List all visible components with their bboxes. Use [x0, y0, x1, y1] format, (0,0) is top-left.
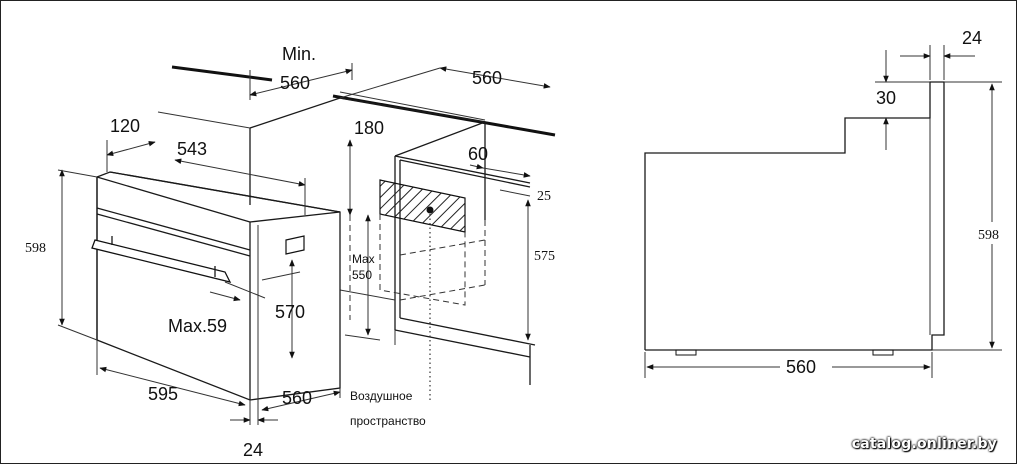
- oven-handle: [91, 239, 232, 283]
- label-handle-max59: Max.59: [168, 316, 227, 336]
- label-air-space-1: Воздушное: [350, 389, 413, 403]
- label-max-550: 550: [352, 268, 372, 282]
- foot-left: [675, 349, 697, 356]
- foot-right: [872, 349, 894, 356]
- ext-max59: [224, 281, 266, 299]
- label-bg-598: [975, 222, 1011, 244]
- dim-560-depth: [261, 390, 341, 412]
- ext-550: [344, 334, 381, 341]
- label-gap-180: 180: [354, 118, 384, 138]
- left-isometric-view: Min. 560 560 120 543 180 60 25 598 575 M…: [25, 44, 556, 460]
- right-side-view: 24 30 598 560: [644, 26, 1011, 378]
- hidden-line-c: [399, 284, 486, 301]
- ext-25: [499, 189, 531, 197]
- label-oven-height-598: 598: [25, 241, 46, 256]
- label-vent-60: 60: [468, 144, 488, 164]
- label-bg-560: [780, 356, 832, 378]
- dim-543: [174, 158, 306, 187]
- label-oven-depth-560: 560: [282, 388, 312, 408]
- oven-door-top-2: [96, 213, 251, 257]
- label-niche-height-575: 575: [534, 249, 555, 264]
- label-step-30: 30: [876, 88, 896, 108]
- label-panel-24: 24: [962, 28, 982, 48]
- label-bg-24: [956, 26, 994, 50]
- dim-niche-560: [439, 66, 551, 89]
- ext-niche-a: [339, 67, 441, 99]
- niche-shelf-top: [394, 155, 531, 184]
- hidden-line-b: [399, 239, 486, 256]
- watermark: catalog.onliner.by: [851, 436, 997, 452]
- label-min-width: 560: [280, 73, 310, 93]
- dim-120: [106, 140, 156, 157]
- dim-60: [482, 167, 531, 178]
- label-inner-570: 570: [275, 302, 305, 322]
- oven-front-top: [96, 176, 251, 223]
- oven-latch: [285, 235, 305, 255]
- dim-595: [99, 366, 246, 407]
- niche-shelf-top-inner: [399, 159, 531, 188]
- niche-bottom-inner: [399, 317, 536, 346]
- label-min: Min.: [282, 44, 316, 64]
- ext-120-top: [157, 111, 251, 129]
- label-air-space-2: пространство: [350, 414, 426, 428]
- label-depth-543: 543: [177, 139, 207, 159]
- label-depth-560: 560: [786, 357, 816, 377]
- dim-min-560: [249, 68, 353, 97]
- label-offset-120: 120: [110, 116, 140, 136]
- countertop-edge-left: [171, 65, 273, 82]
- ext-570: [261, 271, 301, 281]
- vent-panel: [379, 179, 466, 233]
- oven-door-top: [96, 207, 251, 251]
- oven-top-side: [249, 211, 341, 223]
- ext-598-top: [57, 169, 98, 178]
- label-max: Max: [352, 252, 375, 266]
- label-vent-gap-25: 25: [537, 189, 551, 204]
- power-socket-point: [426, 206, 434, 214]
- dim-60-left: [469, 163, 484, 170]
- label-oven-width-595: 595: [148, 384, 178, 404]
- oven-side-profile: [644, 81, 945, 351]
- label-niche-width: 560: [472, 68, 502, 88]
- niche-bottom-right: [394, 329, 531, 358]
- ext-598-bot: [57, 324, 98, 341]
- dim-max59: [209, 291, 241, 302]
- countertop-inner: [339, 91, 486, 121]
- label-total-598: 598: [978, 228, 999, 243]
- label-front-offset-24: 24: [243, 440, 263, 460]
- niche-top: [249, 97, 488, 157]
- oven-top-back: [109, 171, 341, 213]
